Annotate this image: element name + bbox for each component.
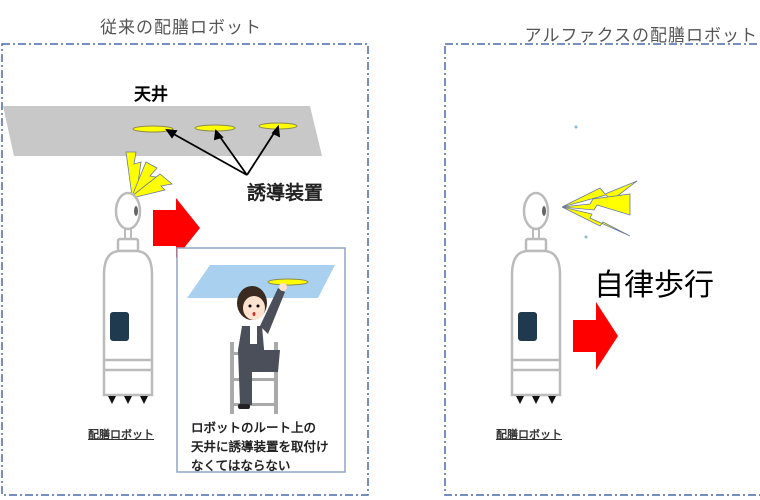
right-panel-title: アルファクスの配膳ロボット bbox=[524, 26, 758, 46]
left-panel-frame bbox=[1, 43, 369, 496]
note-line: なくてはならない bbox=[191, 458, 291, 473]
conventional-robot bbox=[102, 191, 154, 406]
signal-bolts-forward bbox=[561, 180, 638, 237]
left-panel-title: 従来の配膳ロボット bbox=[100, 18, 262, 38]
blue-ceiling bbox=[187, 265, 335, 298]
guide-device-install bbox=[267, 278, 309, 286]
red-arrow-right bbox=[573, 302, 618, 370]
note-line: 天井に誘導装置を取付け bbox=[191, 439, 329, 454]
worker-on-ladder bbox=[230, 283, 287, 414]
left-robot-label: 配膳ロボット bbox=[88, 428, 154, 441]
guide-device-label: 誘導装置 bbox=[247, 182, 324, 204]
note-line: ロボットのルート上の bbox=[191, 420, 317, 435]
red-arrow-left bbox=[153, 198, 200, 258]
ceiling-label: 天井 bbox=[134, 85, 168, 105]
pointer-arrows bbox=[165, 124, 281, 176]
autonomous-walking-label: 自律歩行 bbox=[594, 268, 714, 303]
installation-note: ロボットのルート上の 天井に誘導装置を取付け なくてはならない bbox=[191, 418, 329, 475]
alfax-robot bbox=[510, 191, 562, 406]
right-robot-label: 配膳ロボット bbox=[496, 428, 562, 441]
right-panel-frame bbox=[444, 43, 760, 496]
signal-bolts-up bbox=[125, 151, 173, 198]
